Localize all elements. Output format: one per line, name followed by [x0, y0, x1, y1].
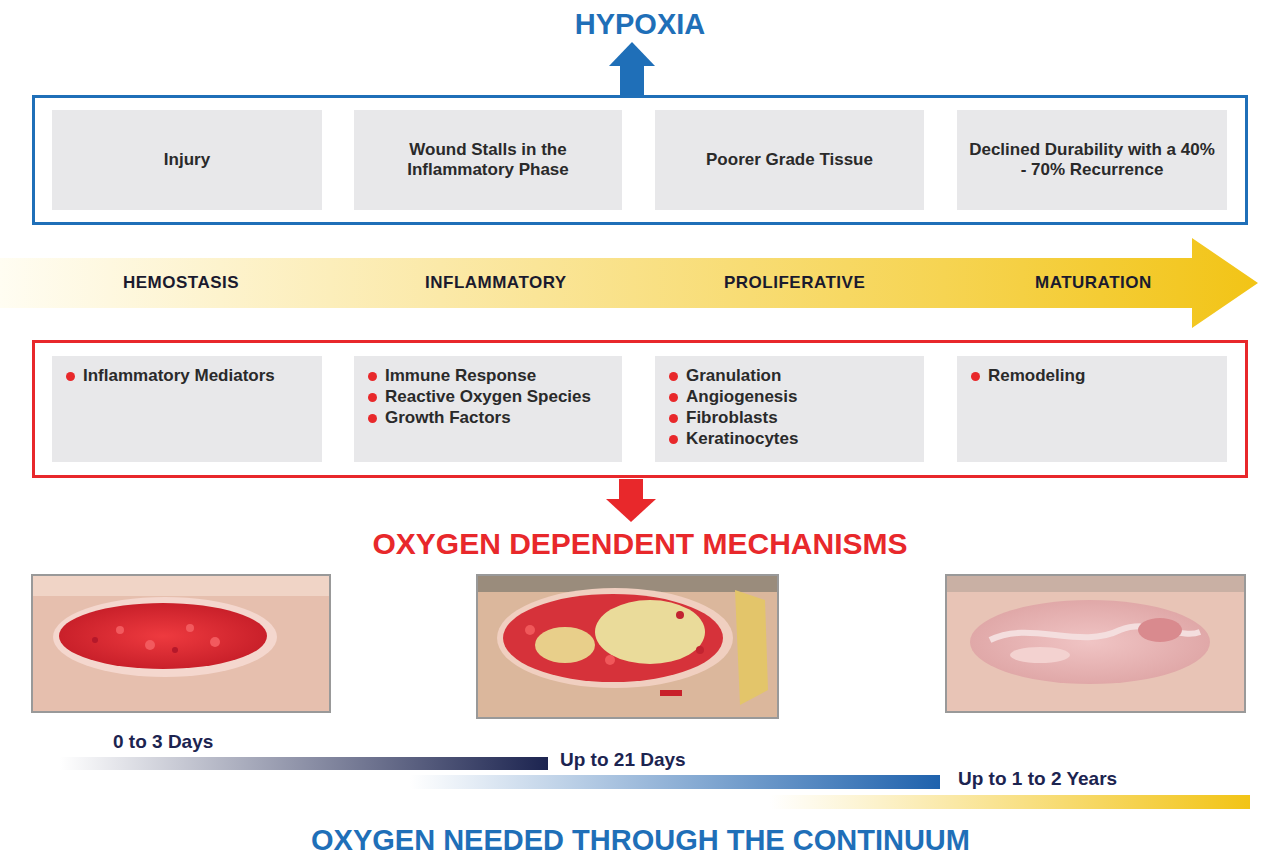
- box-text: Declined Durability with a 40% - 70% Rec…: [969, 140, 1215, 180]
- bullet-item: Inflammatory Mediators: [66, 366, 312, 386]
- bullet-dot: [368, 372, 377, 381]
- bullet-text: Keratinocytes: [686, 429, 798, 449]
- bullet-item: Angiogenesis: [669, 387, 914, 407]
- bullet-dot: [669, 414, 678, 423]
- bullet-item: Keratinocytes: [669, 429, 914, 449]
- wound-photo: [31, 574, 331, 713]
- timeline-label: Up to 1 to 2 Years: [958, 768, 1117, 790]
- mechanism-panel: OXYGEN DEPENDENT MECHANISMSInflammatory …: [32, 340, 1248, 478]
- bullet-text: Inflammatory Mediators: [83, 366, 275, 386]
- bullet-item: Reactive Oxygen Species: [368, 387, 612, 407]
- bullet-item: Growth Factors: [368, 408, 612, 428]
- timeline-bar: [60, 757, 548, 770]
- up-arrow: [609, 42, 655, 96]
- bullet-text: Growth Factors: [385, 408, 511, 428]
- stage-box: Wound Stalls in the Inflammatory Phase: [354, 110, 622, 210]
- bullet-item: Fibroblasts: [669, 408, 914, 428]
- timeline-bar: [770, 795, 1250, 809]
- phase-name: PROLIFERATIVE: [724, 273, 865, 293]
- phase-name: HEMOSTASIS: [123, 273, 239, 293]
- bullet-dot: [368, 393, 377, 402]
- bullet-dot: [669, 372, 678, 381]
- stage-box: Declined Durability with a 40% - 70% Rec…: [957, 110, 1227, 210]
- mechanism-box: GranulationAngiogenesisFibroblastsKerati…: [655, 356, 924, 462]
- timeline-label: 0 to 3 Days: [113, 731, 213, 753]
- bullet-dot: [971, 372, 980, 381]
- box-text: Poorer Grade Tissue: [706, 150, 873, 170]
- bullet-text: Granulation: [686, 366, 781, 386]
- healed-photo: [945, 574, 1246, 713]
- bullet-dot: [669, 393, 678, 402]
- bullet-item: Granulation: [669, 366, 914, 386]
- phase-name: INFLAMMATORY: [425, 273, 567, 293]
- phase-arrow-band: HEMOSTASIS INFLAMMATORY PROLIFERATIVE MATUR…: [0, 238, 1262, 328]
- bullet-dot: [66, 372, 75, 381]
- hypoxia-panel: HYPOXIAInjuryWound Stalls in the Inflamm…: [32, 95, 1248, 225]
- stage-box: Injury: [52, 110, 322, 210]
- bullet-text: Remodeling: [988, 366, 1085, 386]
- timeline-bar: [410, 775, 940, 789]
- bullet-item: Remodeling: [971, 366, 1217, 386]
- phase-name: MATURATION: [1035, 273, 1152, 293]
- mechanism-box: Inflammatory Mediators: [52, 356, 322, 462]
- mechanism-box: Immune ResponseReactive Oxygen SpeciesGr…: [354, 356, 622, 462]
- box-text: Injury: [164, 150, 210, 170]
- timeline-label: Up to 21 Days: [560, 749, 686, 771]
- bullet-item: Immune Response: [368, 366, 612, 386]
- panel-heading: OXYGEN DEPENDENT MECHANISMS: [35, 527, 1245, 561]
- stage-box: Poorer Grade Tissue: [655, 110, 924, 210]
- bullet-text: Fibroblasts: [686, 408, 778, 428]
- down-arrow: [606, 479, 656, 522]
- caption: OXYGEN NEEDED THROUGH THE CONTINUUM: [311, 824, 970, 857]
- box-text: Wound Stalls in the Inflammatory Phase: [366, 140, 610, 180]
- mechanism-box: Remodeling: [957, 356, 1227, 462]
- wound-photo: [476, 574, 779, 719]
- bullet-text: Angiogenesis: [686, 387, 797, 407]
- bullet-dot: [368, 414, 377, 423]
- panel-heading: HYPOXIA: [35, 8, 1245, 41]
- bullet-dot: [669, 435, 678, 444]
- bullet-text: Reactive Oxygen Species: [385, 387, 591, 407]
- bullet-text: Immune Response: [385, 366, 536, 386]
